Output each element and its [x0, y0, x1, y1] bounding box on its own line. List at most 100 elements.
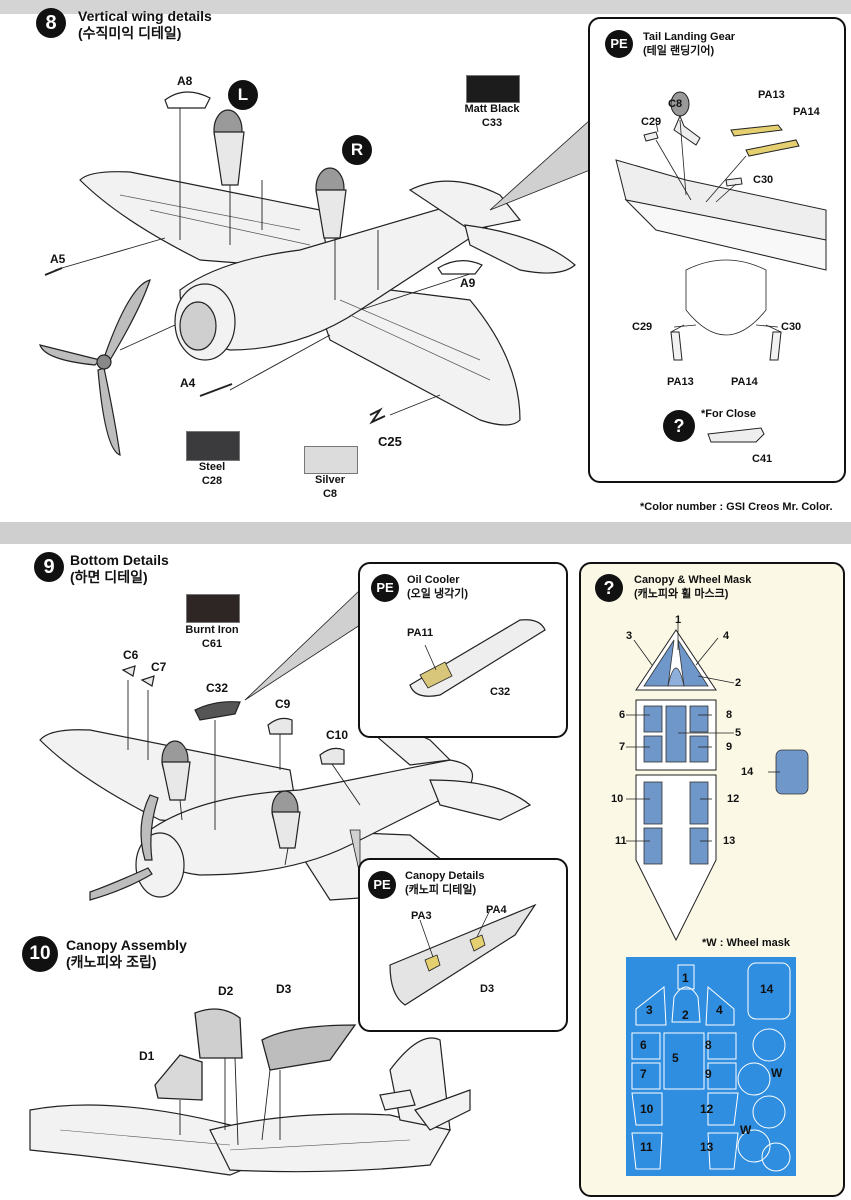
oil-cooler-illustration: [409, 619, 546, 697]
part-a9-label: A9: [460, 276, 476, 290]
mask-label-13: 13: [723, 835, 736, 847]
wheel-mark-2: W: [740, 1123, 752, 1137]
step-9-title: Bottom Details: [70, 552, 169, 568]
mask-label-11: 11: [615, 835, 627, 847]
left-side-marker: L: [228, 80, 258, 110]
part-a5-label: A5: [50, 252, 66, 266]
mask-subtitle: (캐노피와 휠 마스크): [634, 588, 729, 600]
top-section-bar: [0, 0, 851, 14]
steel-code: C28: [201, 475, 223, 487]
frame-c30-label: C30: [781, 321, 802, 333]
part-c6-label: C6: [123, 648, 139, 662]
mask-label-9: 9: [726, 741, 733, 753]
step-10-title: Canopy Assembly: [66, 937, 187, 953]
oil-cooler-pe-badge: PE: [371, 574, 399, 602]
part-pa11-label: PA11: [407, 627, 434, 639]
part-c32-label: C32: [206, 681, 229, 695]
tail-gear-subtitle: (테일 랜딩기어): [643, 45, 715, 57]
sheet-label-12: 12: [700, 1102, 714, 1116]
mask-label-14: 14: [741, 766, 754, 778]
canopy-details-title: Canopy Details: [405, 870, 485, 882]
mask-label-8: 8: [726, 709, 733, 721]
step-8-airplane-illustration: [39, 91, 591, 456]
mask-label-5: 5: [735, 727, 742, 739]
part-pa4-label: PA4: [486, 904, 507, 916]
tail-gear-illustration: [615, 91, 827, 443]
part-d1-label: D1: [139, 1049, 155, 1063]
part-c30-label: C30: [753, 174, 774, 186]
for-close-note: *For Close: [701, 408, 757, 420]
for-close-badge: ?: [663, 410, 695, 442]
step-9-subtitle: (하면 디테일): [70, 569, 148, 585]
part-c7-label: C7: [151, 660, 167, 674]
mask-label-10: 10: [611, 793, 624, 805]
silver-swatch: [304, 446, 358, 474]
step-8-title: Vertical wing details: [78, 8, 212, 24]
part-c29-label: C29: [641, 116, 662, 128]
part-d2-label: D2: [218, 984, 234, 998]
sheet-label-10: 10: [640, 1102, 654, 1116]
matt-black-swatch: [466, 75, 520, 103]
step-10-airplane-illustration: [29, 1008, 471, 1176]
silver-name: Silver: [315, 474, 345, 486]
middle-section-bar: [0, 522, 851, 544]
step-10-subtitle: (캐노피와 조립): [66, 954, 157, 970]
sheet-label-7: 7: [640, 1067, 647, 1081]
sheet-label-13: 13: [700, 1140, 714, 1154]
mask-label-3: 3: [626, 630, 633, 642]
part-a4-label: A4: [180, 376, 196, 390]
step-8-number: 8: [36, 8, 66, 38]
wheel-mask-note: *W : Wheel mask: [702, 937, 791, 949]
sheet-label-8: 8: [705, 1038, 712, 1052]
oil-cooler-c32-label: C32: [490, 686, 511, 698]
step-10-number: 10: [22, 936, 58, 972]
matt-black-name: Matt Black: [464, 103, 520, 115]
part-pa14-label: PA14: [793, 106, 820, 118]
silver-code: C8: [322, 488, 338, 500]
sheet-label-2: 2: [682, 1008, 689, 1022]
mask-info-badge: ?: [595, 574, 623, 602]
sheet-label-5: 5: [672, 1051, 679, 1065]
frame-c29-label: C29: [632, 321, 653, 333]
part-d3-label: D3: [276, 982, 292, 996]
canopy-details-subtitle: (캐노피 디테일): [405, 884, 477, 896]
burnt-iron-swatch: [186, 594, 240, 623]
part-c8-label: C8: [668, 98, 683, 110]
canopy-mask-diagram: [626, 622, 809, 942]
mask-sheet: [626, 957, 796, 1176]
mask-sheet-shapes: [631, 962, 791, 1172]
step-9-number: 9: [34, 552, 64, 582]
steel-swatch: [186, 431, 240, 461]
part-c25-label: C25: [378, 434, 402, 449]
mask-label-6: 6: [619, 709, 626, 721]
right-side-marker: R: [342, 135, 372, 165]
part-c10-label: C10: [326, 728, 349, 742]
tail-gear-pe-badge: PE: [605, 30, 633, 58]
sheet-label-1: 1: [682, 971, 689, 985]
oil-cooler-title: Oil Cooler: [407, 574, 460, 586]
sheet-label-3: 3: [646, 1003, 653, 1017]
part-c9-label: C9: [275, 697, 291, 711]
oil-cooler-subtitle: (오일 냉각기): [407, 588, 468, 600]
burnt-iron-code: C61: [201, 638, 223, 650]
sheet-label-4: 4: [716, 1003, 723, 1017]
sheet-label-9: 9: [705, 1067, 712, 1081]
sheet-label-6: 6: [640, 1038, 647, 1052]
sheet-label-11: 11: [640, 1140, 653, 1154]
frame-pa13-label: PA13: [667, 376, 694, 388]
part-pa3-label: PA3: [411, 910, 432, 922]
mask-label-1: 1: [675, 614, 682, 626]
canopy-details-pe-badge: PE: [368, 871, 396, 899]
burnt-iron-name: Burnt Iron: [185, 624, 239, 636]
wheel-mark-1: W: [771, 1066, 783, 1080]
mask-label-7: 7: [619, 741, 626, 753]
canopy-details-d3-label: D3: [480, 983, 495, 995]
mask-label-2: 2: [735, 677, 742, 689]
mask-title: Canopy & Wheel Mask: [634, 574, 752, 586]
steel-name: Steel: [198, 461, 226, 473]
matt-black-code: C33: [481, 117, 503, 129]
mask-label-4: 4: [723, 630, 730, 642]
sheet-label-14: 14: [760, 982, 774, 996]
frame-pa14-label: PA14: [731, 376, 758, 388]
step-8-subtitle: (수직미익 디테일): [78, 25, 182, 41]
